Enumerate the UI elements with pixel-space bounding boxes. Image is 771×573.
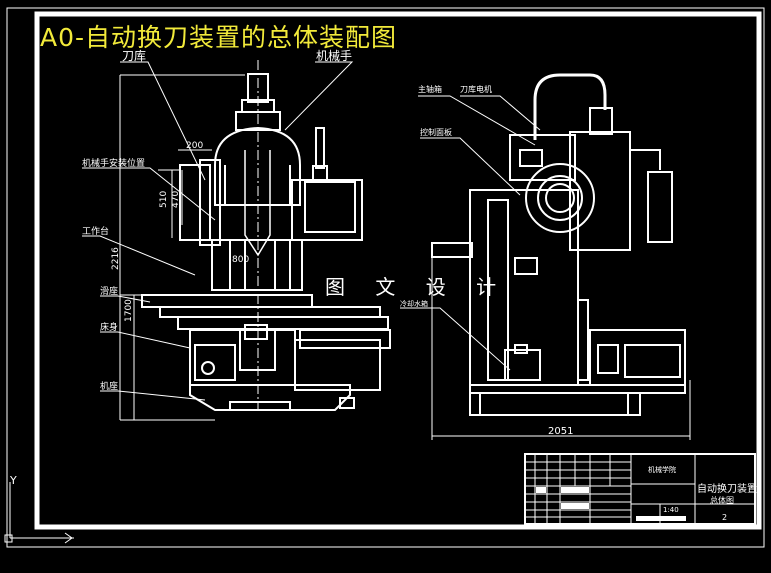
dim-2051: 2051: [548, 426, 573, 437]
label-slide: 滑座: [100, 285, 118, 297]
spindle-box: [509, 134, 576, 181]
title-block-scale: 1:40: [663, 506, 679, 514]
label-manipulator: 机械手: [316, 48, 352, 63]
side-view-labels: 主轴箱 刀库电机 控制面板 冷却水箱: [400, 84, 492, 308]
label-worktable: 工作台: [82, 225, 109, 237]
side-worktable: [431, 242, 473, 258]
label-magazine: 刀库: [122, 48, 146, 63]
label-manipulator-mount: 机械手安装位置: [82, 157, 145, 169]
watermark-text: 图 文 设 计: [325, 275, 509, 299]
dim-200: 200: [186, 141, 203, 151]
cable-arm: [533, 73, 607, 140]
label-base: 机座: [100, 380, 118, 392]
label-coolant: 冷却水箱: [400, 299, 428, 308]
front-view-dim-text: 200 510 470 2216 1700 800: [111, 141, 249, 322]
front-view: [141, 60, 391, 411]
magazine-motor: [589, 107, 613, 135]
title-block-text: 机械学院 自动换刀装置 总体图 1:40 2: [648, 465, 757, 522]
side-base: [469, 392, 641, 416]
outer-frame: [6, 7, 765, 548]
dim-470: 470: [171, 191, 181, 208]
ucs-icon: Y: [4, 474, 74, 544]
dim-510: 510: [159, 191, 169, 208]
title-block-sheet-no: 2: [722, 513, 727, 522]
dim-1700: 1700: [124, 299, 134, 322]
label-control-panel: 控制面板: [420, 127, 452, 137]
tool-drum: [525, 163, 595, 233]
label-magazine-motor: 刀库电机: [460, 84, 492, 94]
label-bed: 床身: [100, 321, 118, 333]
dim-800: 800: [232, 255, 249, 265]
ucs-y-label: Y: [9, 474, 17, 487]
side-view-dimensions: [431, 258, 691, 440]
spindle-head: [214, 126, 301, 206]
label-spindle-box: 主轴箱: [418, 84, 442, 94]
title-block-school: 机械学院: [648, 465, 676, 474]
drawing-title: A0-自动换刀装置的总体装配图: [40, 23, 398, 52]
base: [189, 384, 351, 411]
front-view-leaders: [82, 61, 354, 401]
worktable: [141, 294, 313, 308]
title-block: [524, 453, 756, 525]
side-view-leaders: [400, 95, 541, 371]
coolant-tank-top: [647, 171, 673, 243]
column: [211, 239, 303, 291]
tool-magazine: [179, 164, 211, 241]
title-block-fills: [536, 487, 686, 521]
title-block-drawing-name-2: 总体图: [710, 495, 734, 505]
dim-2216: 2216: [111, 247, 121, 270]
front-view-labels: 刀库 机械手 机械手安装位置 工作台 滑座 床身 机座: [82, 48, 352, 392]
slide: [177, 316, 389, 330]
inner-frame: [34, 11, 762, 530]
side-view: [431, 73, 686, 416]
title-block-drawing-name-1: 自动换刀装置: [697, 482, 757, 495]
bed: [189, 329, 296, 386]
front-view-dimensions: [119, 74, 245, 421]
